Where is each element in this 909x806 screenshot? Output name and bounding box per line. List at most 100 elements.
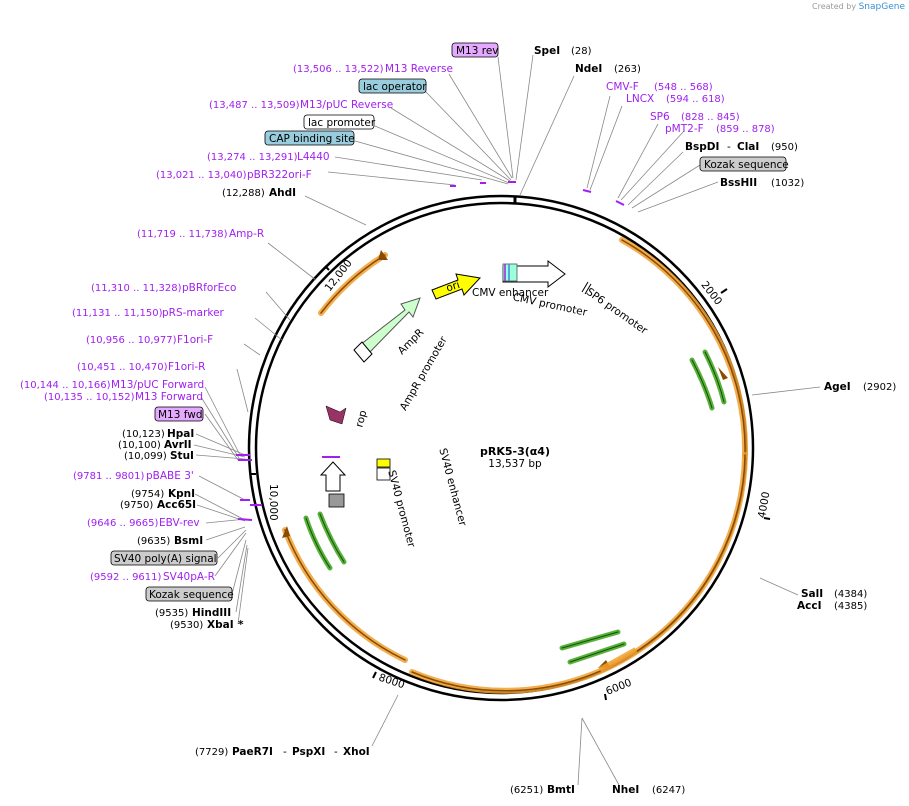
sv40-polya-box bbox=[110, 550, 218, 566]
primer-pbrforeco: pBRforEco bbox=[182, 282, 236, 294]
snapgene-brand: SnapGene bbox=[858, 2, 905, 12]
site-bmti: BmtI bbox=[547, 784, 575, 796]
label-ori: ori bbox=[445, 279, 462, 295]
site-bspdi-pos: (950) bbox=[771, 142, 798, 153]
backbone-outer bbox=[247, 194, 755, 702]
primer-f1orir-range: (10,451 .. 10,470) bbox=[77, 362, 168, 373]
primer-prsmarker: pRS-marker bbox=[162, 307, 225, 319]
lac-promoter-box bbox=[303, 114, 375, 130]
sv40-promoter-arrow bbox=[319, 461, 347, 492]
feature-lac-promoter: lac promoter bbox=[308, 117, 376, 129]
site-agei: AgeI bbox=[824, 381, 851, 393]
kozak-top-box bbox=[699, 156, 787, 172]
primer-m13reverse-range: (13,506 .. 13,522) bbox=[293, 64, 384, 75]
sp6-promoter-mark-1 bbox=[581, 281, 589, 293]
site-hpai: HpaI bbox=[167, 428, 194, 440]
tick-label-8000: 8000 bbox=[377, 672, 406, 692]
site-xbai-pos: (9530) bbox=[170, 620, 203, 631]
tick-8000 bbox=[372, 671, 377, 679]
tick-6000 bbox=[604, 693, 607, 701]
primer-m13pucfwd: M13/pUC Forward bbox=[111, 379, 204, 391]
primer-m13reverse: M13 Reverse bbox=[385, 63, 453, 75]
site-kpni-pos: (9754) bbox=[131, 489, 164, 500]
site-paer7i-pos: (7729) bbox=[195, 747, 228, 758]
sv40-enhancer-block-1 bbox=[376, 458, 391, 468]
green-arc-4-inner bbox=[569, 643, 625, 663]
site-spei: SpeI bbox=[534, 45, 560, 57]
site-bspdi: BspDI bbox=[685, 141, 719, 153]
primer-lncx: LNCX bbox=[626, 93, 654, 105]
primer-pbrforeco-range: (11,310 .. 11,328) bbox=[91, 283, 182, 294]
primer-f1orif-range: (10,956 .. 10,977) bbox=[86, 335, 177, 346]
site-ahdi-pos: (12,288) bbox=[222, 188, 265, 199]
primer-sp6-range: (828 .. 845) bbox=[681, 112, 740, 123]
site-nhei-pos: (6247) bbox=[652, 785, 685, 796]
site-ndei: NdeI bbox=[575, 63, 602, 75]
sp6-promoter-mark-2 bbox=[584, 283, 592, 295]
primer-pbr322-range: (13,021 .. 13,040) bbox=[156, 170, 247, 181]
green-arc-3-inner bbox=[561, 631, 619, 649]
tick-2000 bbox=[720, 288, 728, 294]
site-bmti-pos: (6251) bbox=[510, 785, 543, 796]
site-agei-pos: (2902) bbox=[863, 382, 896, 393]
site-hindiii-pos: (9535) bbox=[155, 608, 188, 619]
orf-arrow-left bbox=[282, 526, 290, 538]
plasmid-name: pRK5-3(α4) bbox=[480, 445, 550, 458]
site-sali-pos: (4384) bbox=[834, 589, 867, 600]
primer-sv40par: SV40pA-R bbox=[163, 571, 215, 583]
tick-12000 bbox=[324, 265, 330, 271]
site-xhoi: XhoI bbox=[343, 746, 370, 758]
credit-text: Created by bbox=[812, 2, 857, 11]
primer-pbabe3-range: (9781 .. 9801) bbox=[73, 471, 145, 482]
primer-l4440: L4440 bbox=[297, 151, 330, 163]
ori-arrow bbox=[431, 273, 482, 300]
label-sp6-promoter: SP6 promoter bbox=[584, 286, 650, 337]
ampr-promoter-block bbox=[353, 341, 373, 363]
site-avrii: AvrII bbox=[164, 439, 192, 451]
green-arc-2-inner bbox=[704, 351, 725, 403]
site-stui: StuI bbox=[170, 450, 194, 462]
primer-m13forward: M13 Forward bbox=[135, 391, 203, 403]
feature-sv40-polya: SV40 poly(A) signal bbox=[114, 553, 217, 565]
cmv-promoter-arrow bbox=[502, 259, 566, 289]
primer-ebvrev-range: (9646 .. 9665) bbox=[87, 518, 159, 529]
green-arc-1 bbox=[689, 357, 715, 411]
primer-ebvrev: EBV-rev bbox=[159, 517, 200, 529]
green-arc-5-inner bbox=[305, 517, 331, 569]
site-clai: ClaI bbox=[737, 141, 759, 153]
orf-arc-left bbox=[282, 527, 408, 663]
feature-kozak-top: Kozak sequence bbox=[704, 159, 789, 171]
label-sv40-enhancer: SV40 enhancer bbox=[436, 447, 468, 528]
orf-arrow-right bbox=[718, 367, 728, 380]
site-paer7i: PaeR7I bbox=[232, 746, 273, 758]
primer-m13rev: M13 rev bbox=[456, 45, 499, 57]
site-hpai-pos: (10,123) bbox=[122, 429, 165, 440]
site-nhei: NheI bbox=[612, 784, 639, 796]
primer-ampr-range: (11,719 .. 11,738) bbox=[137, 229, 228, 240]
green-features bbox=[303, 349, 727, 665]
site-bsmi: BsmI bbox=[174, 535, 203, 547]
sv40-grey-block bbox=[328, 493, 345, 508]
label-cmv-enhancer: CMV enhancer bbox=[472, 287, 549, 299]
site-spei-pos: (28) bbox=[571, 46, 592, 57]
feature-kozak-bottom: Kozak sequence bbox=[149, 589, 234, 601]
orf-arc-bottom-inner bbox=[411, 454, 746, 692]
primer-m13forward-range: (10,135 .. 10,152) bbox=[44, 392, 135, 403]
primer-pmt2f-range: (859 .. 878) bbox=[716, 124, 775, 135]
orf-arc-left-inner bbox=[284, 529, 406, 661]
label-ampr: AmpR bbox=[396, 326, 427, 357]
primer-f1orif: F1ori-F bbox=[177, 334, 213, 346]
site-hindiii: HindIII bbox=[192, 607, 231, 619]
primer-sv40par-range: (9592 .. 9611) bbox=[90, 572, 162, 583]
rop-arrow bbox=[325, 405, 347, 425]
primer-lncx-range: (594 .. 618) bbox=[666, 94, 725, 105]
site-acc65i: Acc65I bbox=[157, 499, 196, 511]
feature-lac-operator: lac operator bbox=[363, 81, 427, 93]
site-paer7i-sep2: - bbox=[334, 746, 338, 758]
site-acc65i-pos: (9750) bbox=[120, 500, 153, 511]
primer-cmvf-range: (548 .. 568) bbox=[654, 82, 713, 93]
label-rop: rop bbox=[353, 409, 369, 429]
primer-prsmarker-range: (11,131 .. 11,150) bbox=[72, 308, 163, 319]
site-ndei-pos: (263) bbox=[614, 64, 641, 75]
